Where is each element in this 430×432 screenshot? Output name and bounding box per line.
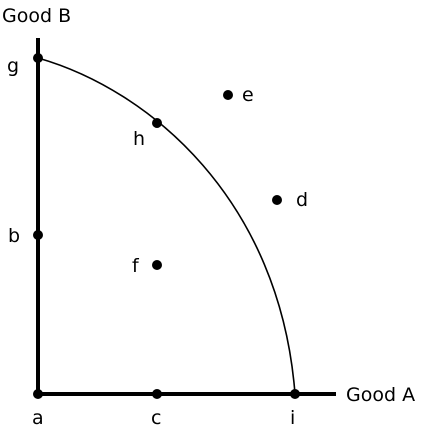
x-axis-label: Good A	[346, 384, 415, 406]
point-label-g: g	[7, 55, 19, 77]
point-f	[152, 260, 162, 270]
point-c	[152, 389, 162, 399]
point-label-d: d	[296, 189, 308, 211]
point-label-i: i	[290, 407, 295, 429]
point-label-e: e	[242, 84, 254, 106]
point-label-f: f	[132, 255, 140, 277]
point-label-b: b	[8, 225, 20, 247]
point-a	[33, 389, 43, 399]
y-axis-label: Good B	[2, 5, 71, 27]
point-e	[223, 90, 233, 100]
point-label-a: a	[32, 407, 44, 429]
ppf-curve	[37, 57, 296, 395]
point-label-c: c	[151, 407, 161, 429]
point-g	[33, 53, 43, 63]
point-h	[152, 118, 162, 128]
point-d	[272, 195, 282, 205]
point-i	[290, 389, 300, 399]
point-label-h: h	[133, 128, 145, 150]
point-b	[33, 230, 43, 240]
